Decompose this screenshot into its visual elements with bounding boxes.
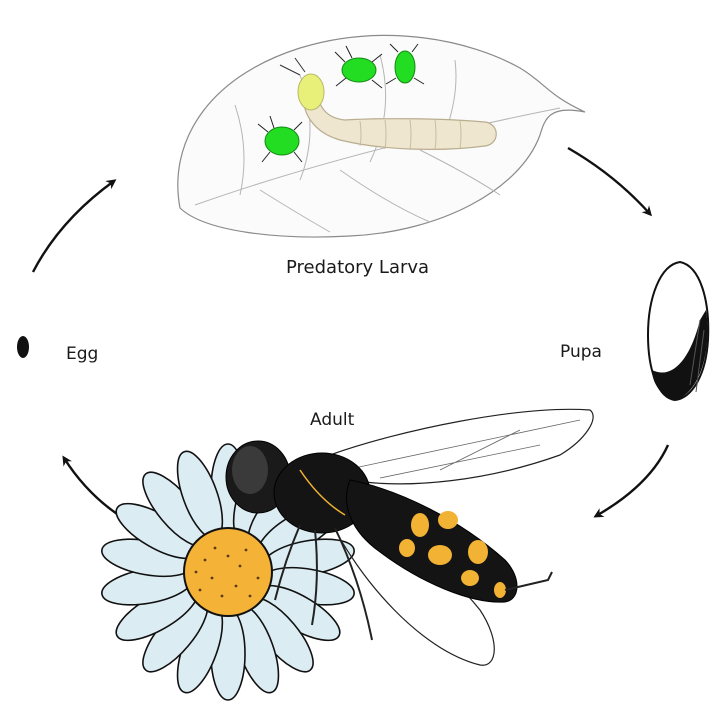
hoverfly-abdomen [347, 480, 517, 602]
label-larva: Predatory Larva [286, 257, 429, 278]
egg-illustration [17, 336, 29, 358]
larva-stage-illustration [178, 35, 585, 237]
larva-head [298, 74, 324, 110]
label-adult: Adult [310, 410, 355, 430]
pupa-illustration [648, 262, 708, 400]
label-pupa: Pupa [560, 342, 602, 362]
hoverfly-wing [330, 409, 593, 483]
arrow-egg-to-larva [33, 181, 114, 272]
label-egg: Egg [66, 344, 98, 364]
arrow-larva-to-pupa [568, 148, 650, 214]
arrow-pupa-to-adult [596, 445, 668, 516]
adult-stage-illustration [99, 409, 593, 700]
